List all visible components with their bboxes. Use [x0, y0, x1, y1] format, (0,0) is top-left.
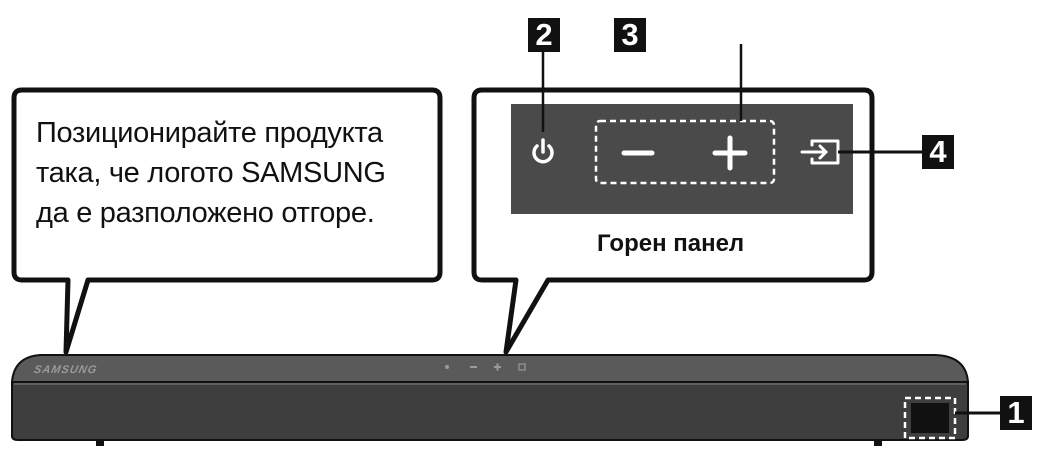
soundbar-top-buttons	[445, 363, 526, 371]
soundbar-foot-right	[874, 440, 882, 446]
left-callout-bubble	[11, 87, 443, 355]
top-panel-caption: Горен панел	[597, 230, 745, 257]
samsung-logo: SAMSUNG	[32, 364, 99, 376]
left-callout-line-2: така, че логото SAMSUNG	[36, 157, 386, 189]
badge-2: 2	[528, 18, 560, 52]
volume-up-icon	[712, 135, 748, 171]
badge-4: 4	[922, 135, 954, 169]
power-icon	[532, 138, 554, 164]
soundbar-top	[10, 354, 970, 383]
left-callout-line-1: Позиционирайте продукта	[36, 117, 383, 149]
volume-buttons-highlight	[594, 119, 776, 185]
left-callout-line-3: да е разположено отгоре.	[36, 197, 375, 229]
left-callout-text: Позиционирайте продукта така, че логото …	[36, 113, 386, 233]
badge-1: 1	[1000, 396, 1032, 430]
soundbar-front	[11, 381, 969, 441]
soundbar-foot-left	[96, 440, 104, 446]
display-highlight	[903, 396, 957, 440]
display-window	[911, 403, 949, 433]
badge-3: 3	[614, 18, 646, 52]
top-panel	[511, 104, 853, 214]
